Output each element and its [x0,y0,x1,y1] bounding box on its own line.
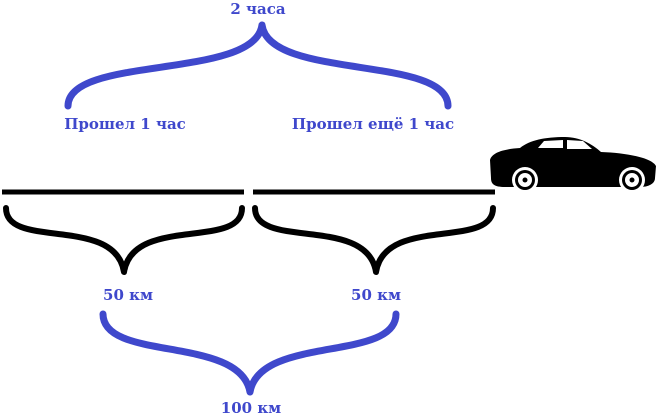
second-distance-brace [252,205,496,275]
total-time-brace [64,21,452,110]
first-distance-label: 50 км [103,286,153,304]
second-distance-label: 50 км [351,286,401,304]
total-time-label: 2 часа [230,0,285,18]
car-icon [490,137,656,193]
first-hour-label: Прошел 1 час [64,115,186,133]
second-hour-label: Прошел ещё 1 час [292,115,454,133]
first-distance-brace [3,205,245,275]
total-distance-label: 100 км [221,399,281,415]
total-distance-brace [99,310,400,396]
